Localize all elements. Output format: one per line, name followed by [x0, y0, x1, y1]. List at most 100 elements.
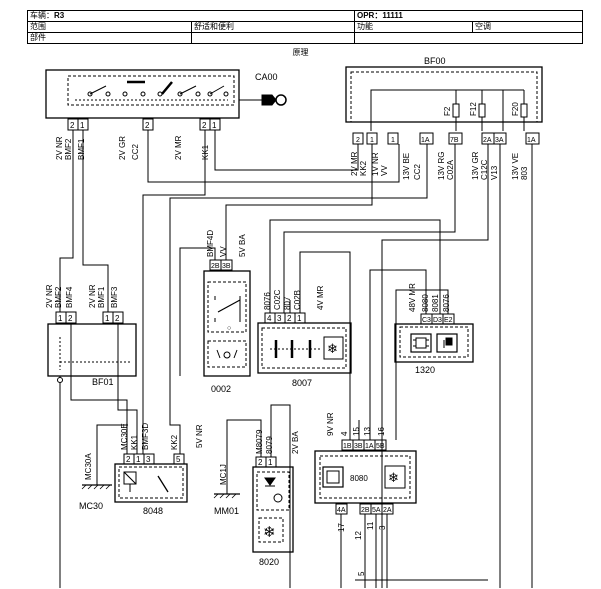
mc30-wire-a: MC30A [84, 453, 93, 480]
fan-icon-8020: ❄ [263, 524, 276, 541]
bf01-wire-b: BMF2 [54, 286, 63, 308]
c8048-wire-d: KK2 [170, 434, 179, 450]
c0002-wire-a: BMF4D [206, 230, 215, 257]
bf00-pin-5: 7B [450, 137, 459, 144]
c8020-wire-b: 8079 [265, 436, 274, 454]
ca00-wire-b: BMF2 [64, 138, 73, 160]
c8080-wire-d: 13 [363, 427, 372, 436]
bf00-pin-6: 2A [483, 137, 492, 144]
ca00-wire-c: BMF1 [77, 138, 86, 160]
wire-lines [57, 130, 533, 588]
opr-value: 11111 [382, 11, 403, 21]
c8048-wire-a: MC30E [120, 423, 129, 450]
mc30-label: MC30 [79, 501, 103, 511]
bf00-pin-1: 2 [356, 137, 360, 144]
c8080-bottom-pin-3: 5A [372, 507, 381, 514]
header-table: 车辆：R3 OPR：11111 范围 舒适和便利 功能 空调 部件 [27, 10, 583, 44]
vehicle-label: 车辆： [30, 11, 54, 21]
ca00-pin-2: 1 [80, 121, 85, 130]
c8020-wire-a: M8079 [255, 429, 264, 454]
c8020-component: ❄ 8020 2 1 M8079 8079 2V BA [252, 429, 300, 567]
bf00-pin-2: 1 [370, 137, 374, 144]
c1320-pin-1: C3 [422, 317, 431, 324]
bf00-wire-g: 13V RG [437, 152, 446, 180]
bf01-wire-f: BMF3 [110, 286, 119, 308]
ca00-pin-5: 1 [212, 121, 217, 130]
c8048-wire-e: 5V NR [195, 424, 204, 448]
bf00-wire-k: V13 [490, 165, 499, 180]
vehicle-value: R3 [54, 11, 65, 21]
bf00-pin-7: 3A [495, 137, 504, 144]
c1320-label: 1320 [415, 365, 435, 375]
ca00-wire-a: 2V NR [55, 136, 64, 160]
c8007-pin-1: 4 [267, 314, 272, 323]
ca00-wire-f: 2V MR [174, 135, 183, 160]
c8007-wire-c: 807 [283, 296, 292, 310]
c8020-pin-2: 1 [268, 458, 273, 467]
bf00-wire-a: 2V MR [350, 151, 359, 176]
ca00-wire-d: 2V GR [118, 136, 127, 160]
bf00-wire-m: 803 [520, 166, 529, 180]
c8080-top-pin-3: 1A [365, 443, 374, 450]
c8020-label: 8020 [259, 557, 279, 567]
bf00-pin-8: 1A [527, 137, 536, 144]
c8080-top-pin-4: 5B [376, 443, 385, 450]
c8007-wire-e: 4V MR [316, 285, 325, 310]
ca00-pin-3: 2 [145, 121, 150, 130]
c8080-wire-h: 11 [366, 521, 375, 530]
bf00-pin-3: 1 [391, 137, 395, 144]
bf01-wire-d: 2V NR [88, 284, 97, 308]
c8080-wire-c: 15 [352, 427, 361, 436]
ca00-component: CA00 2 1 2 2 1 2V NR BMF2 BMF1 2V GR CC2… [45, 69, 287, 160]
c8080-top-pin-1: 1B [343, 443, 352, 450]
c8007-wire-b: C02C [273, 289, 282, 310]
fan-icon-8080: ❄ [388, 470, 399, 485]
c0002-wire-c: 5V BA [238, 234, 247, 257]
bf01-wire-c: BMF4 [65, 286, 74, 308]
c8048-wire-b: KK1 [130, 434, 139, 450]
ca00-wire-e: CC2 [131, 143, 140, 160]
bf00-wire-c: 1V NR [371, 152, 380, 176]
c8048-component: 8048 2 1 3 5 MC30E KK1 BMF3D KK2 5V NR [114, 423, 204, 516]
bf00-label: BF00 [424, 56, 446, 66]
c8020-wire-c: 2V BA [291, 431, 300, 454]
c8048-pin-2: 1 [136, 455, 141, 464]
c8048-wire-c: BMF3D [141, 423, 150, 450]
diagram-title: 原理 [292, 48, 309, 57]
bf00-wire-d: VV [380, 165, 389, 176]
c8007-pin-3: 2 [287, 314, 292, 323]
c0002-label: 0002 [211, 384, 231, 394]
mm01-ground: MM01 MC1J [213, 464, 240, 516]
c0002-wire-b: VV [219, 246, 228, 257]
c8007-component: ❄ 8007 4 3 2 1 8076 C02C 807 C02B 4V MR [257, 285, 352, 388]
c8048-pin-4: 5 [176, 455, 181, 464]
bf00-wire-j: C12C [480, 159, 489, 180]
bf00-component: BF00 F2 F12 F20 2 1 1 1A 7B 2A [345, 56, 543, 180]
part-extra [354, 32, 583, 44]
c0002-pin-2: 3B [222, 263, 231, 270]
c8080-bottom-pin-1: 4A [337, 507, 346, 514]
c1320-pin-3: E2 [444, 317, 453, 324]
c1320-wire-d: 8076 [442, 294, 451, 312]
ca00-pin-4: 2 [202, 121, 207, 130]
c8080-bottom-pin-4: 2A [383, 507, 392, 514]
bf00-wire-h: C02A [446, 159, 455, 180]
bf00-wire-e: 13V BE [402, 153, 411, 180]
bf01-pin-3: 1 [105, 314, 110, 323]
c1320-pin-2: D3 [433, 317, 442, 324]
c8048-label: 8048 [143, 506, 163, 516]
c8080-wire-j: 5 [357, 571, 366, 576]
c8048-pin-1: 2 [126, 455, 131, 464]
bf00-pin-4: 1A [421, 137, 430, 144]
ca00-label: CA00 [255, 72, 278, 82]
mc30-ground: MC30 MC30A [79, 450, 112, 511]
c8007-wire-a: 8076 [263, 292, 272, 310]
c8048-pin-3: 3 [146, 455, 151, 464]
c1320-wire-c: 8081 [431, 294, 440, 312]
c8007-pin-4: 1 [297, 314, 302, 323]
c8080-label: 8080 [350, 474, 368, 483]
opr-label: OPR： [357, 11, 383, 21]
fuse-f2: F2 [443, 106, 452, 116]
bf01-component: BF01 1 2 1 2 2V NR BMF2 BMF4 2V NR BMF1 … [45, 284, 137, 387]
